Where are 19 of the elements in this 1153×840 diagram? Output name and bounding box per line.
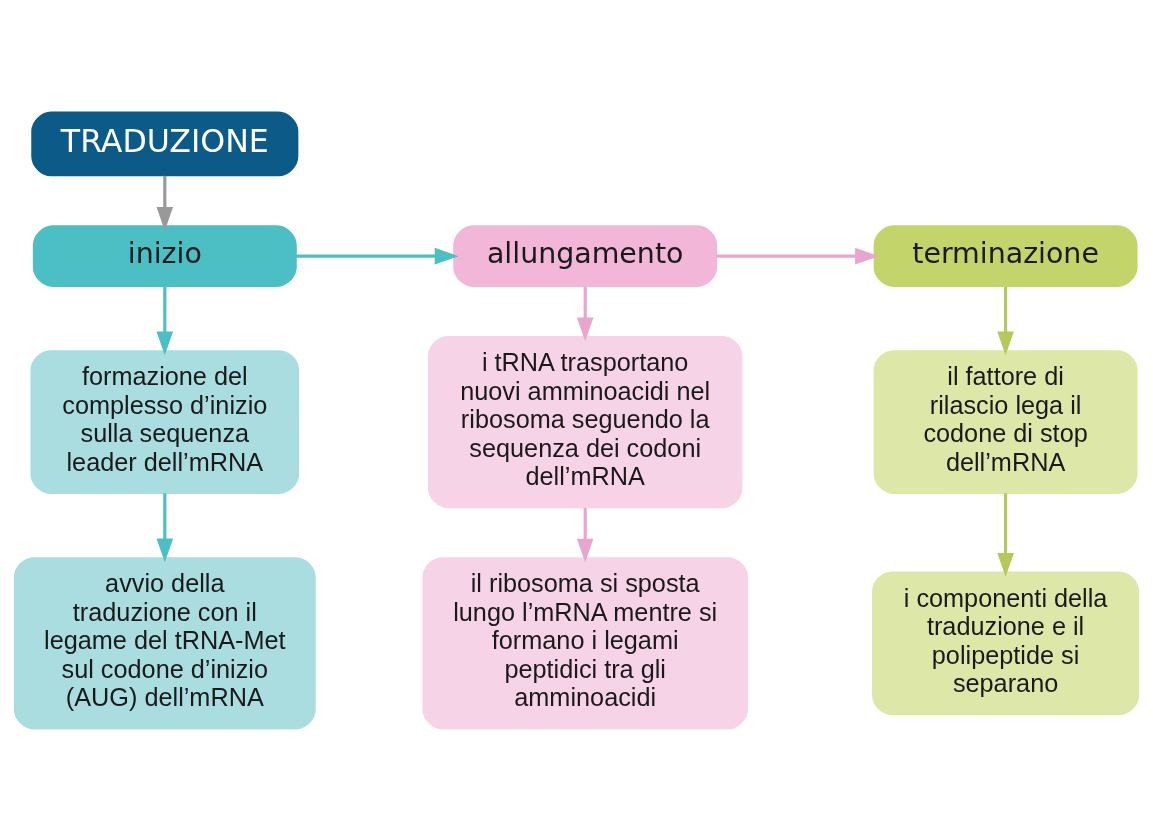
node-box: avvio della traduzione con il legame del tRNA-Met sul codone d’inizio (AUG) dell’mRNA [13,556,316,729]
arrow [576,286,594,341]
arrow [997,492,1014,577]
node-box: terminazione [873,224,1138,287]
arrow [156,175,174,231]
arrow [997,286,1014,355]
node-box: inizio [32,224,297,287]
node-box: allungamento [453,224,718,287]
node-box: formazione del complesso d’inizio sulla sequenza leader dell’mRNA [30,349,300,494]
node-box: il ribosoma si sposta lungo l’mRNA mentre si formano i legami peptidici tra gli amminoacidi [422,556,748,729]
arrow [296,247,459,264]
node-box: i tRNA trasportano nuovi amminoacidi nel ribosoma seguendo la sequenza dei codoni dell’mRNA [427,335,743,508]
node-box: il fattore di rilascio lega il codone di stop dell’mRNA [873,349,1138,494]
arrow [156,492,174,562]
arrow [156,286,174,355]
node-box: i componenti della traduzione e il polipeptide si separano [872,570,1140,715]
node-box: TRADUZIONE [31,111,299,176]
arrow [716,247,879,264]
arrow [576,507,594,562]
